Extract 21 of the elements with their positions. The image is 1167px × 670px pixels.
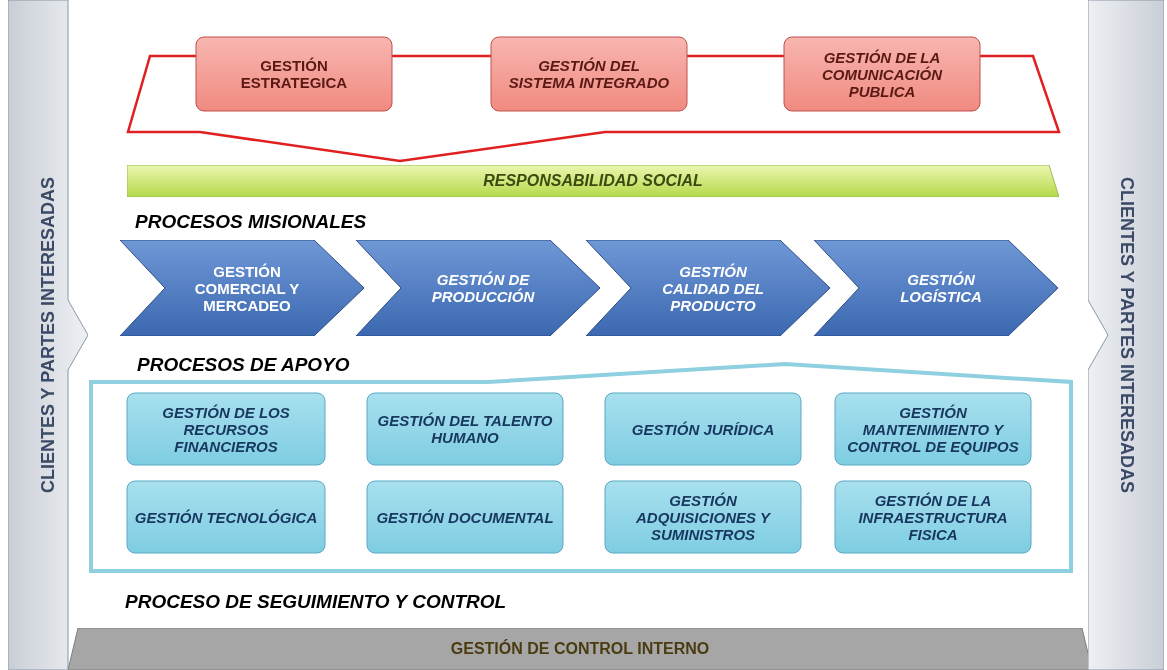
process-box: GESTIÓN DE LA INFRAESTRUCTURA FISICA [834,480,1032,554]
side-arrow-band: CLIENTES Y PARTES INTERESADAS [8,0,88,670]
process-box: GESTIÓN ADQUISICIONES Y SUMINISTROS [604,480,802,554]
process-box: GESTIÓN DOCUMENTAL [366,480,564,554]
process-box: GESTIÓN JURÍDICA [604,392,802,466]
process-box: GESTIÓN DE LA COMUNICACIÓN PUBLICA [783,36,981,112]
side-arrow-band: CLIENTES Y PARTES INTERESADAS [1088,0,1164,670]
process-box: GESTIÓN MANTENIMIENTO Y CONTROL DE EQUIPOS [834,392,1032,466]
process-step: GESTIÓN COMERCIAL Y MERCADEO [120,240,364,336]
responsibility-band: RESPONSABILIDAD SOCIAL [127,165,1059,197]
process-step: GESTIÓN LOGÍSTICA [814,240,1058,336]
process-box: GESTIÓN DEL TALENTO HUMANO [366,392,564,466]
process-box: GESTIÓN DE LOS RECURSOS FINANCIEROS [126,392,326,466]
section-heading: PROCESOS DE APOYO [137,354,350,376]
section-heading: PROCESOS MISIONALES [135,211,367,233]
process-box: GESTIÓN ESTRATEGICA [195,36,393,112]
section-heading: PROCESO DE SEGUIMIENTO Y CONTROL [125,591,507,613]
process-step: GESTIÓN DE PRODUCCIÓN [356,240,600,336]
process-box: GESTIÓN DEL SISTEMA INTEGRADO [490,36,688,112]
process-step: GESTIÓN CALIDAD DEL PRODUCTO [586,240,830,336]
process-box: GESTIÓN TECNOLÓGICA [126,480,326,554]
